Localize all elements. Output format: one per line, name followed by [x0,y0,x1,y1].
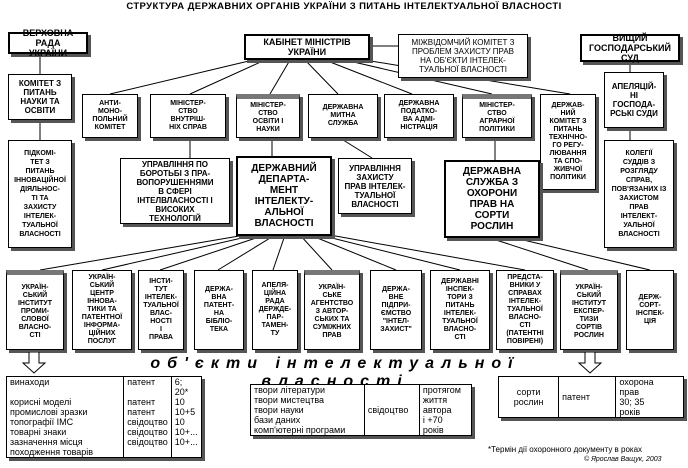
intelzakhyst-enterprise-box: ДЕРЖА- ВНЕ ПІДПРИ- ЄМСТВО "ІНТЕЛ- ЗАХИСТ… [370,270,422,350]
plant-term-cell: охорона прав 30; 35 років [615,377,683,417]
state-ip-inspectors-box: ДЕРЖАВНІ ІНСПЕК- ТОРИ З ПИТАНЬ ІНТЕЛЕК- … [430,270,490,350]
customs-ip-protection-unit-box: УПРАВЛІННЯ ЗАХИСТУ ПРАВ ІНТЕЛЕК- ТУАЛЬНО… [338,158,412,214]
judges-collegia-box: КОЛЕГІЇ СУДДІВ З РОЗГЛЯДУ СПРАВ, ПОВ'ЯЗА… [604,140,674,248]
supreme-commercial-court-box: ВИЩИЙ ГОСПОДАРСЬКИЙ СУД [580,33,680,63]
cabinet-of-ministers-box: КАБІНЕТ МІНІСТРІВ УКРАЇНИ [244,34,370,60]
antimonopoly-committee-box: АНТИ- МОНО- ПОЛЬНИЙ КОМІТЕТ [82,94,138,138]
patent-attorneys-box: ПРЕДСТА- ВНИКИ У СПРАВАХ ІНТЕЛЕК- ТУАЛЬН… [496,270,554,350]
state-variety-inspection-box: ДЕРЖ- СОРТ- ІНСПЕК- ЦІЯ [626,270,674,350]
ministry-internal-affairs-box: МІНІСТЕР- СТВО ВНУТРІШ- НІХ СПРАВ [150,94,226,138]
copyright-note: © Ярослав Ващук, 2003 [584,456,662,463]
appeal-board-box: АПЕЛЯ- ЦІЙНА РАДА ДЕРЖДЕ- ПАР- ТАМЕН- ТУ [252,270,298,350]
diagram-title: СТРУКТУРА ДЕРЖАВНИХ ОРГАНІВ УКРАЇНИ З ПИ… [126,1,562,12]
plant-variety-expertise-institute-box: УКРАЇН- СЬКИЙ ІНСТИТУТ ЕКСПЕР- ТИЗИ СОРТ… [560,270,618,350]
plant-varieties-table: сорти рослин патент охорона прав 30; 35 … [498,376,684,418]
state-ip-department-box: ДЕРЖАВНИЙ ДЕПАРТА- МЕНТ ІНТЕЛЕКТУ- АЛЬНО… [236,156,332,236]
verkhovna-rada-box: ВЕРХОВНА РАДА УКРАЇНИ [8,28,88,58]
copyright-items-cell: твори літератури твори мистецтва твори н… [254,385,346,435]
plant-doc-cell: патент [558,377,616,417]
technical-regulation-committee-box: ДЕРЖАВ- НИЙ КОМІТЕТ З ПИТАНЬ ТЕХНІЧНО- Г… [540,94,596,190]
state-customs-service-box: ДЕРЖАВНА МИТНА СЛУЖБА [308,94,378,138]
copyright-doc-cell: свідоцтво [363,385,420,435]
interdepartmental-committee-box: МІЖВІДОМЧИЙ КОМІТЕТ З ПРОБЛЕМ ЗАХИСТУ ПР… [398,34,528,78]
ministry-agrarian-policy-box: МІНІСТЕР- СТВО АГРАРНОЇ ПОЛІТИКИ [462,94,532,138]
plant-item-cell: сорти рослин [513,387,544,407]
innovation-subcommittee-box: ПІДКОМІ- ТЕТ З ПИТАНЬ ІННОВАЦІЙНОЇ ДІЯЛЬ… [8,140,72,248]
innovation-patent-info-center-box: УКРАЇН- СЬКИЙ ЦЕНТР ІННОВА- ТИКИ ТА ПАТЕ… [72,270,132,350]
copyright-objects-table: твори літератури твори мистецтва твори н… [250,384,472,436]
copyright-agency-box: УКРАЇН- СЬКЕ АГЕНТСТВО З АВТОР- СЬКИХ ТА… [304,270,360,350]
ukrainian-industrial-property-institute-box: УКРАЇН- СЬКИЙ ІНСТИТУТ ПРОМИ- СЛОВОЇ ВЛА… [6,270,64,350]
plant-variety-protection-service-box: ДЕРЖАВНА СЛУЖБА З ОХОРОНИ ПРАВ НА СОРТИ … [444,160,540,238]
ministry-education-science-box: МІНІСТЕР- СТВО ОСВІТИ І НАУКИ [236,94,300,138]
appeal-commercial-courts-box: АПЕЛЯЦІЙ- НІ ГОСПОДА- РСЬКІ СУДИ [604,72,664,128]
arrow-down-icon [578,352,602,374]
ip-crime-unit-box: УПРАВЛІННЯ ПО БОРОТЬБІ З ПРА- ВОПОРУШЕНН… [120,158,230,224]
copyright-term-cell: протягом життя автора і +70 років [418,385,471,435]
arrow-down-icon [22,352,46,374]
footnote: *Термін дії охоронного документу в роках [488,445,643,454]
science-education-committee-box: КОМІТЕТ З ПИТАНЬ НАУКИ ТА ОСВІТИ [8,74,72,120]
state-patent-library-box: ДЕРЖА- ВНА ПАТЕНТ- НА БІБЛІО- ТЕКА [194,270,244,350]
state-tax-administration-box: ДЕРЖАВНА ПОДАТКО- ВА АДМІ- НІСТРАЦІЯ [384,94,454,138]
ip-law-institute-box: ІНСТИ- ТУТ ІНТЕЛЕК- ТУАЛЬНОЇ ВЛАС- НОСТІ… [138,270,184,350]
